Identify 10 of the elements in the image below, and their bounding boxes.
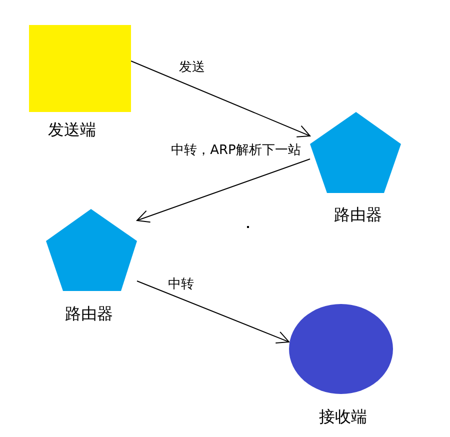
- node-label: 路由器: [65, 305, 113, 323]
- arrow: [136, 280, 290, 344]
- edge-label: 中转: [168, 278, 194, 292]
- edge-label: 中转，ARP解析下一站: [171, 144, 301, 158]
- node-label: 接收端: [319, 408, 367, 426]
- edge-label: 发送: [179, 61, 205, 75]
- arrow: [130, 60, 310, 138]
- node-label: 路由器: [334, 206, 382, 224]
- arrow: [136, 158, 310, 223]
- node-label: 发送端: [48, 121, 96, 139]
